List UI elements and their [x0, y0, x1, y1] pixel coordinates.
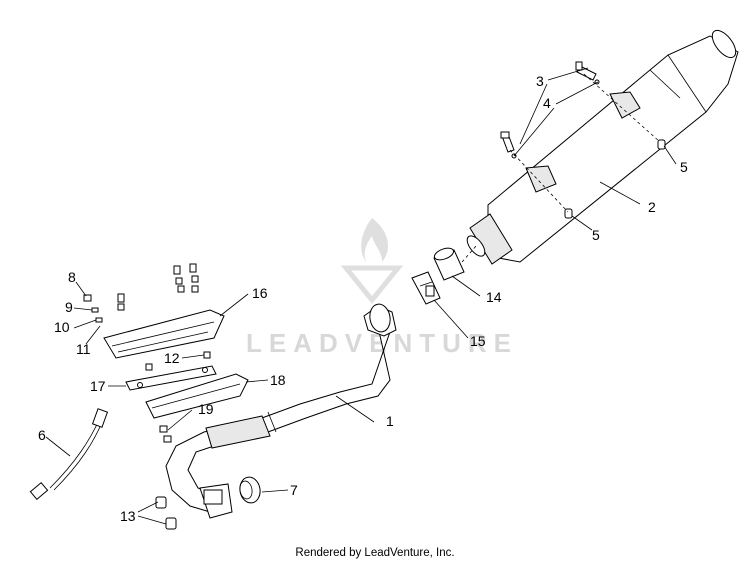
callout-6: 6 — [38, 427, 46, 443]
callout-3: 3 — [536, 73, 544, 89]
bracket-17 — [125, 365, 217, 391]
callout-19: 19 — [198, 401, 214, 417]
callout-15: 15 — [470, 333, 486, 349]
callout-13: 13 — [120, 508, 136, 524]
shield-fasteners — [83, 263, 211, 443]
callout-7: 7 — [290, 482, 298, 498]
alignment-lines — [461, 73, 661, 263]
clamp-ring-7 — [239, 476, 261, 504]
header-pipe — [165, 303, 397, 519]
callout-5b: 5 — [592, 227, 600, 243]
callout-12: 12 — [164, 350, 180, 366]
muffler — [466, 29, 739, 265]
nuts-13 — [155, 496, 177, 530]
watermark-v-icon — [340, 265, 404, 304]
callout-18: 18 — [270, 372, 286, 388]
callout-5a: 5 — [680, 159, 688, 175]
callout-9: 9 — [65, 299, 73, 315]
callout-1: 1 — [386, 413, 394, 429]
callout-2: 2 — [648, 199, 656, 215]
oxygen-sensor — [29, 408, 109, 501]
clamp-15 — [411, 271, 441, 305]
callout-14: 14 — [486, 289, 502, 305]
callout-11: 11 — [76, 341, 91, 357]
watermark-flame-icon — [361, 218, 388, 262]
callout-10: 10 — [54, 319, 70, 335]
heat-shield-lower — [145, 373, 249, 419]
sleeve-14 — [433, 247, 465, 281]
callout-4: 4 — [543, 95, 551, 111]
footer-credit: Rendered by LeadVenture, Inc. — [295, 547, 454, 559]
leader-lines — [45, 67, 677, 525]
callout-16: 16 — [252, 285, 268, 301]
callout-17: 17 — [90, 378, 106, 394]
heat-shield-upper — [103, 309, 225, 359]
callout-labels: 1 2 3 4 5 5 6 7 8 9 10 11 12 13 14 15 16… — [38, 73, 688, 524]
callout-8: 8 — [68, 269, 76, 285]
